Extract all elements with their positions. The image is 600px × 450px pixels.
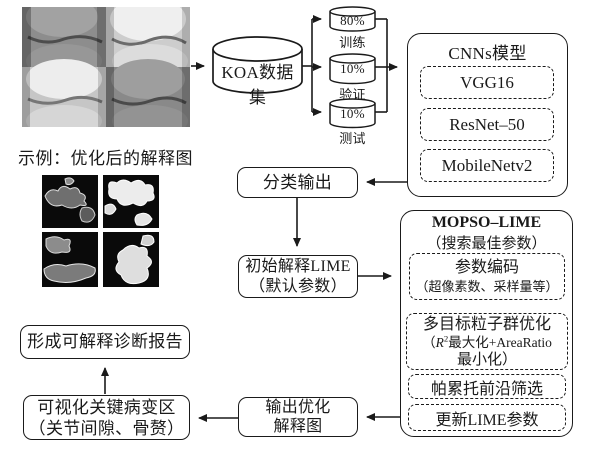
mopso-title: MOPSO–LIME <box>431 214 542 231</box>
explanation-map-image-2 <box>103 175 159 228</box>
model-mobilenetv2: MobileNetv2 <box>420 149 554 182</box>
initial-lime-line2: （默认参数） <box>249 277 347 295</box>
explanation-map-image-4 <box>103 232 159 287</box>
example-section-title: 示例：优化后的解释图 <box>18 149 193 168</box>
initial-lime-line1: 初始解释LIME <box>245 257 351 275</box>
visualize-line1: 可视化关键病变区 <box>37 397 176 417</box>
train-split-cylinder-icon <box>329 6 376 32</box>
step-parameter-encoding: 参数编码 （超像素数、采样量等） <box>409 253 565 300</box>
step-mopso-line2: （R2最大化+AreaRatio <box>422 334 552 351</box>
xray-quadrant-bottom-right <box>106 59 190 127</box>
explanation-map-image-3 <box>42 232 98 287</box>
opt-objective-rest: 最大化+AreaRatio <box>448 334 552 350</box>
test-split-percent: 10% <box>340 106 365 121</box>
dataset-label: KOA数据集 <box>221 63 294 107</box>
step-update-lime: 更新LIME参数 <box>408 404 566 431</box>
step-mopso-line1: 多目标粒子群优化 <box>422 315 551 333</box>
test-split-label: 测试 <box>339 131 366 146</box>
visualize-line2: （关节间隙、骨赘） <box>28 418 185 438</box>
output-map-box: 输出优化 解释图 <box>238 397 358 437</box>
opt-r-superscript: 2 <box>443 333 449 343</box>
classification-output-box: 分类输出 <box>237 167 358 198</box>
visualize-lesion-box: 可视化关键病变区 （关节间隙、骨赘） <box>23 395 190 440</box>
val-split-label: 验证 <box>339 87 366 102</box>
output-map-line1: 输出优化 <box>265 399 331 416</box>
opt-r-variable: R <box>435 334 444 350</box>
val-split-percent: 10% <box>340 61 365 76</box>
step-multiobjective-pso: 多目标粒子群优化 （R2最大化+AreaRatio 最小化） <box>406 313 568 370</box>
opt-paren-open: （ <box>422 334 436 350</box>
mopso-lime-box: MOPSO–LIME （搜索最佳参数） 参数编码 （超像素数、采样量等） 多目标… <box>400 210 573 437</box>
koa-dataset-cylinder-icon <box>212 36 303 94</box>
cnn-models-box: CNNs模型 VGG16 ResNet–50 MobileNetv2 <box>407 33 568 197</box>
classification-output-label: 分类输出 <box>262 172 333 192</box>
model-vgg16: VGG16 <box>420 66 554 99</box>
model-resnet50: ResNet–50 <box>420 108 554 141</box>
train-split-percent: 80% <box>340 13 365 28</box>
output-map-line2: 解释图 <box>273 418 323 435</box>
report-label: 形成可解释诊断报告 <box>27 332 183 351</box>
initial-lime-box: 初始解释LIME （默认参数） <box>238 255 358 298</box>
step-pareto-filter: 帕累托前沿筛选 <box>408 374 566 399</box>
xray-quadrant-bottom-left <box>22 59 106 127</box>
knee-xray-montage-image <box>22 7 190 127</box>
step-parameter-encoding-line1: 参数编码 <box>454 258 519 276</box>
train-split-label: 训练 <box>339 35 366 50</box>
mopso-subtitle: （搜索最佳参数） <box>426 236 547 252</box>
report-box: 形成可解释诊断报告 <box>20 325 190 359</box>
val-split-cylinder-icon <box>329 53 376 85</box>
cnn-box-title: CNNs模型 <box>448 44 527 63</box>
explanation-map-image-1 <box>42 175 98 228</box>
test-split-cylinder-icon <box>329 98 376 129</box>
step-mopso-line3: 最小化） <box>456 351 517 368</box>
step-parameter-encoding-line2: （超像素数、采样量等） <box>415 278 559 294</box>
